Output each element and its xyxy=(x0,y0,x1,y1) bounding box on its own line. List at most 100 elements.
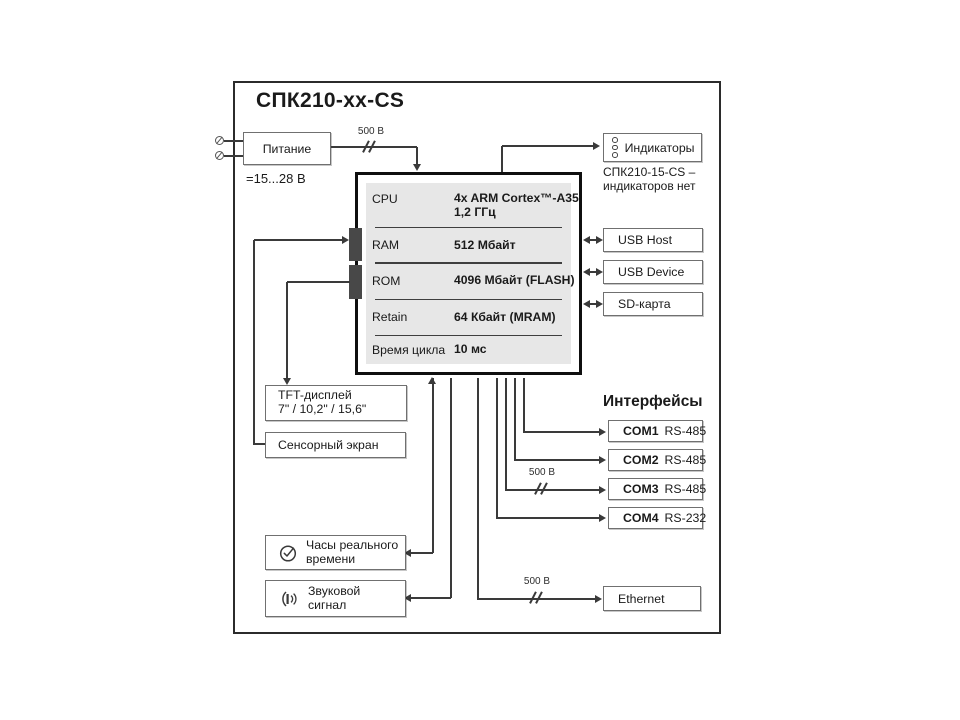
sd-card-line xyxy=(588,303,599,305)
power-line xyxy=(416,147,418,165)
indicators-note: СПК210-15-CS – индикаторов нет xyxy=(603,165,696,193)
power-terminal-line xyxy=(224,140,244,142)
sound-box: Звуковой сигнал xyxy=(265,580,406,617)
row-divider xyxy=(375,227,562,229)
clock-icon xyxy=(278,543,298,563)
usb-device-line xyxy=(588,271,599,273)
touch-screen-label: Сенсорный экран xyxy=(278,438,379,452)
indicators-box: Индикаторы xyxy=(603,133,702,162)
controller-block: CPU 4x ARM Cortex™-A35 1,2 ГГц RAM 512 М… xyxy=(355,172,582,375)
com3-box: COM3 RS-485 xyxy=(608,478,706,500)
rtc-box: Часы реального времени xyxy=(265,535,406,570)
sound-label-line1: Звуковой xyxy=(308,583,361,598)
touch-line xyxy=(253,443,266,445)
isolation-label: 500 В xyxy=(528,467,556,478)
com4-name: COM4 xyxy=(623,511,659,525)
touch-line xyxy=(254,239,343,241)
arrow-right-icon xyxy=(596,267,603,276)
controller-spec-panel: CPU 4x ARM Cortex™-A35 1,2 ГГц RAM 512 М… xyxy=(366,183,579,364)
com1-line xyxy=(523,378,525,432)
usb-device-label: USB Device xyxy=(618,265,685,279)
ethernet-label: Ethernet xyxy=(618,591,665,606)
indicators-line xyxy=(501,146,503,172)
ethernet-box: Ethernet xyxy=(603,586,701,611)
row-divider xyxy=(375,262,562,264)
spec-label: RAM xyxy=(372,238,400,253)
spec-value: 64 Кбайт (MRAM) xyxy=(454,309,556,324)
arrow-down-icon xyxy=(282,378,291,385)
row-divider xyxy=(375,334,562,337)
com1-line xyxy=(523,431,600,433)
spec-label: Retain xyxy=(372,310,408,325)
sound-line xyxy=(450,378,452,598)
power-terminal-line xyxy=(224,155,244,157)
tft-line xyxy=(286,282,288,379)
arrow-left-icon xyxy=(404,548,411,557)
com1-standard: RS-485 xyxy=(664,424,707,438)
com3-name: COM3 xyxy=(623,482,659,496)
row-divider xyxy=(375,298,562,300)
com3-line xyxy=(505,489,600,491)
com2-name: COM2 xyxy=(623,453,659,467)
led-circles-icon xyxy=(612,136,618,159)
com2-box: COM2 RS-485 xyxy=(608,449,706,471)
sd-card-box: SD-карта xyxy=(603,292,703,316)
com3-line xyxy=(505,378,507,490)
tft-display-box: TFT-дисплей 7" / 10,2" / 15,6" xyxy=(265,385,407,421)
arrow-right-icon xyxy=(599,427,606,436)
tft-label-line2: 7" / 10,2" / 15,6" xyxy=(278,402,367,416)
indicators-line xyxy=(502,145,594,147)
sd-card-label: SD-карта xyxy=(618,297,671,311)
isolation-label: 500 В xyxy=(523,576,551,587)
indicators-note-line1: СПК210-15-CS – xyxy=(603,165,696,179)
arrow-right-icon xyxy=(596,235,603,244)
tft-label-line1: TFT-дисплей xyxy=(278,388,352,403)
touch-screen-box: Сенсорный экран xyxy=(265,432,406,458)
com4-standard: RS-232 xyxy=(664,511,707,525)
arrow-right-icon xyxy=(342,235,349,244)
arrow-down-icon xyxy=(412,164,421,171)
power-line xyxy=(331,146,417,148)
tft-line xyxy=(287,281,350,283)
screw-terminal-icon xyxy=(215,150,224,160)
com3-standard: RS-485 xyxy=(664,482,707,496)
ethernet-line xyxy=(477,378,479,599)
interfaces-heading: Интерфейсы xyxy=(603,393,703,410)
spec-value: 4x ARM Cortex™-A35 xyxy=(454,191,579,205)
page-title: СПК210-xx-CS xyxy=(256,89,405,112)
com4-line xyxy=(496,378,498,518)
arrow-right-icon xyxy=(596,299,603,308)
speaker-icon xyxy=(278,588,300,610)
power-box: Питание xyxy=(243,132,331,165)
indicators-note-line2: индикаторов нет xyxy=(603,178,696,193)
arrow-right-icon xyxy=(593,141,600,150)
sound-label-line2: сигнал xyxy=(308,597,347,612)
usb-device-box: USB Device xyxy=(603,260,703,284)
arrow-left-icon xyxy=(583,267,590,276)
spec-value: 512 Мбайт xyxy=(454,237,516,252)
arrow-up-icon xyxy=(428,377,436,384)
spec-label: ROM xyxy=(372,274,401,289)
arrow-right-icon xyxy=(599,455,606,464)
spec-value: 1,2 ГГц xyxy=(454,204,496,219)
arrow-left-icon xyxy=(583,299,590,308)
arrow-left-icon xyxy=(404,593,411,602)
spec-value: 4096 Мбайт (FLASH) xyxy=(454,273,575,288)
connector-tab xyxy=(349,265,362,299)
arrow-right-icon xyxy=(595,594,602,603)
arrow-right-icon xyxy=(599,513,606,522)
com1-name: COM1 xyxy=(623,424,659,438)
com2-line xyxy=(514,459,600,461)
com4-line xyxy=(496,517,600,519)
com1-box: COM1 RS-485 xyxy=(608,420,706,442)
spec-row-cycle-time: Время цикла 10 мс xyxy=(372,336,565,364)
touch-line xyxy=(253,240,255,444)
indicators-label: Индикаторы xyxy=(624,140,695,155)
usb-host-box: USB Host xyxy=(603,228,703,252)
power-label: Питание xyxy=(262,141,312,156)
com4-box: COM4 RS-232 xyxy=(608,507,706,529)
arrow-right-icon xyxy=(599,485,606,494)
spec-row-cpu: CPU 4x ARM Cortex™-A35 1,2 ГГц xyxy=(372,183,579,227)
arrow-left-icon xyxy=(583,235,590,244)
